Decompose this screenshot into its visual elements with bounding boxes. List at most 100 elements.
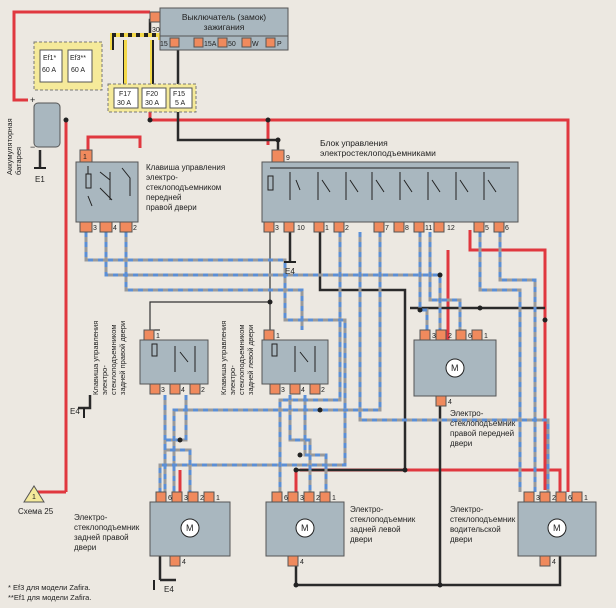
svg-text:5: 5: [485, 225, 489, 232]
svg-text:2: 2: [316, 495, 320, 502]
svg-text:2: 2: [345, 225, 349, 232]
ground-e4-bottom: E4: [153, 580, 174, 594]
control-unit-label-1: Блок управления: [320, 138, 388, 148]
svg-text:8: 8: [405, 225, 409, 232]
svg-text:M: M: [553, 523, 561, 533]
svg-text:6: 6: [568, 495, 572, 502]
svg-text:двери: двери: [450, 439, 472, 448]
svg-text:Клавиша управления: Клавиша управления: [91, 321, 100, 395]
ignition-pin-30: 30: [152, 27, 160, 34]
ground-e4-control: E4: [284, 261, 296, 276]
svg-text:2: 2: [133, 225, 137, 232]
driver-motor: 3 2 6 1 M 4 Электро- стеклоподъемник вод…: [450, 491, 597, 567]
svg-text:4: 4: [301, 387, 305, 394]
svg-text:10: 10: [297, 225, 305, 232]
svg-text:стеклоподъемник: стеклоподъемник: [350, 515, 416, 524]
front-right-key: 1 3 4 2 Клавиша управления электро- стек…: [75, 149, 225, 233]
svg-text:6: 6: [284, 495, 288, 502]
svg-text:E1: E1: [35, 175, 45, 184]
fuse-ef1-name: Ef1*: [43, 55, 57, 62]
fuse-block-ef: Ef1* 60 A Ef3** 60 A: [33, 41, 103, 91]
footnotes: * Ef3 для модели Zafira. **Ef1 для модел…: [8, 583, 91, 602]
footnote-2: **Ef1 для модели Zafira.: [8, 593, 91, 602]
svg-text:M: M: [186, 523, 194, 533]
svg-text:4: 4: [552, 559, 556, 566]
ignition-switch-title: Выключатель (замок): [182, 12, 266, 22]
svg-text:1: 1: [276, 333, 280, 340]
svg-text:1: 1: [484, 333, 488, 340]
svg-text:Электро-: Электро-: [350, 505, 384, 514]
svg-text:двери: двери: [74, 543, 96, 552]
fuse-f17-rating: 30 A: [117, 100, 131, 107]
svg-text:стеклоподъемник: стеклоподъемник: [450, 515, 516, 524]
svg-text:6: 6: [505, 225, 509, 232]
svg-text:6: 6: [168, 495, 172, 502]
svg-text:4: 4: [182, 559, 186, 566]
svg-text:E4: E4: [164, 585, 174, 594]
schema-25-ref: 1 Схема 25: [18, 485, 54, 516]
fuse-f20-rating: 30 A: [145, 100, 159, 107]
svg-text:3: 3: [93, 225, 97, 232]
svg-text:4: 4: [181, 387, 185, 394]
svg-text:1: 1: [584, 495, 588, 502]
fuse-ef3-rating: 60 A: [71, 67, 85, 74]
svg-text:задней левой: задней левой: [350, 525, 401, 534]
svg-text:3: 3: [300, 495, 304, 502]
svg-text:1: 1: [83, 154, 87, 161]
svg-text:1: 1: [216, 495, 220, 502]
svg-text:Клавиша управления: Клавиша управления: [219, 321, 228, 395]
svg-text:задней правой двери: задней правой двери: [118, 321, 127, 395]
svg-text:1: 1: [332, 495, 336, 502]
svg-text:двери: двери: [350, 535, 372, 544]
svg-text:1: 1: [156, 333, 160, 340]
svg-text:M: M: [451, 363, 459, 373]
ignition-pin-15: 15: [160, 41, 168, 48]
ground-e4-rear: E4: [70, 407, 85, 418]
svg-text:водительской: водительской: [450, 525, 501, 534]
svg-text:1: 1: [325, 225, 329, 232]
svg-text:3: 3: [184, 495, 188, 502]
window-control-unit: Блок управления электростеклоподъемникам…: [261, 138, 519, 233]
junction-dots: [63, 117, 548, 588]
svg-text:11: 11: [425, 225, 432, 232]
svg-text:электро-: электро-: [228, 365, 237, 395]
svg-text:стеклоподъемником: стеклоподъемником: [237, 324, 246, 395]
fuse-f15-rating: 5 A: [175, 100, 185, 107]
svg-text:Схема 25: Схема 25: [18, 507, 54, 516]
svg-text:Электро-: Электро-: [74, 513, 108, 522]
svg-text:стеклоподъемником: стеклоподъемником: [109, 324, 118, 395]
rear-left-key: Клавиша управления электро- стеклоподъем…: [219, 321, 329, 395]
svg-text:3: 3: [281, 387, 285, 394]
svg-text:задней правой: задней правой: [74, 533, 129, 542]
fuse-ef3-name: Ef3**: [70, 55, 86, 62]
front-right-key-label-3: стеклоподъемником: [146, 183, 221, 192]
svg-text:стеклоподъемник: стеклоподъемник: [74, 523, 140, 532]
fuse-f17-name: F17: [119, 91, 131, 98]
battery-plus: +: [30, 95, 35, 105]
front-right-key-label-5: правой двери: [146, 203, 197, 212]
ignition-pin-50: 50: [228, 41, 236, 48]
svg-text:электро-: электро-: [100, 365, 109, 395]
battery: + − Аккумуляторная батарея: [5, 95, 61, 175]
svg-text:2: 2: [448, 333, 452, 340]
fuse-block-f: F17 30 A F20 30 A F15 5 A: [107, 83, 197, 113]
battery-minus: −: [30, 142, 35, 152]
svg-text:задней левой двери: задней левой двери: [246, 325, 255, 395]
front-right-key-label-2: электро-: [146, 173, 178, 182]
ignition-pin-w: W: [252, 41, 259, 48]
ground-e1: E1: [34, 167, 46, 184]
svg-text:7: 7: [385, 225, 389, 232]
yellow-black-wires: [110, 33, 162, 86]
svg-text:2: 2: [200, 495, 204, 502]
front-right-key-label-4: передней: [146, 193, 182, 202]
front-right-motor: 3 2 6 1 M 4 Электро- стеклоподъемник пра…: [413, 329, 516, 448]
svg-text:4: 4: [113, 225, 117, 232]
svg-text:двери: двери: [450, 535, 472, 544]
svg-text:3: 3: [161, 387, 165, 394]
battery-label-line1: Аккумуляторная: [5, 118, 14, 175]
footnote-1: * Ef3 для модели Zafira.: [8, 583, 91, 592]
svg-text:4: 4: [448, 399, 452, 406]
svg-text:стеклоподъемник: стеклоподъемник: [450, 419, 516, 428]
svg-text:E4: E4: [70, 407, 80, 416]
